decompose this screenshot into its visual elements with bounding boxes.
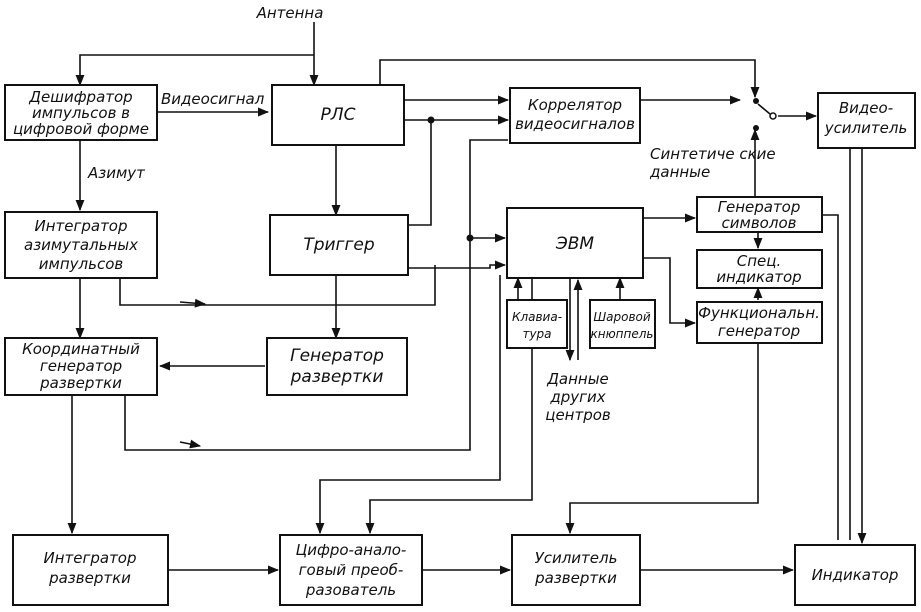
azimuth-integrator-line-3: импульсов — [39, 255, 124, 273]
decoder-line-1: Дешифратор — [28, 88, 132, 106]
computer-to-dac-line-2 — [365, 275, 533, 535]
junction-dot — [427, 116, 435, 124]
coordinate-gen-line-2: генератор — [40, 357, 122, 375]
symbol-to-indicator-line — [822, 214, 839, 540]
keyboard-line-2: тура — [522, 327, 551, 341]
azimuth-label: Азимут — [87, 164, 146, 182]
block-rls: РЛС — [271, 84, 405, 146]
correlator-down-line — [469, 139, 508, 238]
azimuth-integrator-line-1: Интегратор — [34, 217, 127, 235]
synthetic-data-line-2: данные — [649, 163, 710, 181]
sweep-amplifier-line-2: развертки — [534, 569, 617, 587]
sweep-generator-line-1: Генератор — [290, 346, 384, 366]
function-generator-line-2: генератор — [718, 322, 800, 340]
block-function-generator: Функциональн. генератор — [696, 301, 823, 344]
switch-contact-top — [753, 98, 759, 104]
trackball-line-1: Шаровой — [593, 310, 651, 324]
video-signal-label: Видеосигнал — [161, 90, 265, 108]
dac-line-3: разователь — [305, 581, 396, 599]
correlator-line-2: видеосигналов — [515, 115, 635, 133]
other-centers-line-1: Данные — [546, 370, 609, 388]
block-decoder: Дешифратор импульсов в цифровой форме — [4, 84, 158, 141]
video-amp-line-1: Видео- — [839, 99, 893, 117]
block-special-indicator: Спец. индикатор — [696, 249, 823, 289]
keyboard-line-1: Клавиа- — [512, 310, 562, 324]
azimuth-integrator-line-2: азимутальных — [24, 236, 138, 254]
sweep-amplifier-line-1: Усилитель — [535, 549, 618, 567]
coordinate-gen-line-1: Координатный — [22, 340, 140, 358]
antenna-to-decoder-line — [75, 54, 314, 87]
indicator-label: Индикатор — [812, 566, 899, 584]
computer-to-function-gen-line — [643, 257, 697, 328]
rls-to-switch-line — [379, 59, 760, 99]
block-sweep-generator: Генератор развертки — [266, 337, 408, 396]
trigger-label: Триггер — [303, 235, 375, 255]
coordinate-gen-line-3: развертки — [39, 374, 122, 392]
rls-label: РЛС — [321, 105, 356, 125]
block-symbol-generator: Генератор символов — [696, 196, 823, 233]
decoder-line-3: цифровой форме — [13, 120, 149, 138]
block-dac: Цифро-анало- говый преоб- разователь — [279, 534, 423, 606]
special-indicator-line-2: индикатор — [716, 268, 801, 286]
integrator-arrow — [179, 298, 207, 308]
decoder-line-2: импульсов в — [32, 104, 130, 122]
block-video-amplifier: Видео- усилитель — [817, 92, 916, 149]
symbol-generator-line-1: Генератор — [718, 198, 801, 216]
other-centers-line-3: центров — [545, 406, 611, 424]
trackball-line-2: кнюппель — [590, 327, 653, 341]
correlator-line-1: Коррелятор — [528, 96, 622, 114]
trigger-feedback-line — [408, 120, 432, 226]
block-sweep-integrator: Интегратор развертки — [12, 534, 169, 606]
switch-contact-bottom — [753, 125, 759, 131]
function-gen-to-sweep-amp-line — [565, 343, 759, 535]
symbol-generator-line-2: символов — [722, 214, 797, 232]
other-centers-line-2: других — [549, 388, 605, 406]
block-trigger: Триггер — [269, 214, 409, 276]
dac-line-2: говый преоб- — [299, 561, 404, 579]
connections — [67, 22, 867, 575]
dac-line-1: Цифро-анало- — [296, 541, 407, 559]
sweep-integrator-line-1: Интегратор — [43, 549, 136, 567]
synthetic-data-line-1: Синтетиче ские — [650, 145, 776, 163]
block-coordinate-sweep-generator: Координатный генератор развертки — [4, 337, 158, 396]
trigger-to-computer-line — [408, 260, 507, 270]
long-loop-line — [124, 238, 471, 451]
block-correlator: Коррелятор видеосигналов — [509, 87, 641, 144]
block-keyboard: Клавиа- тура — [506, 299, 568, 349]
block-indicator: Индикатор — [794, 544, 916, 606]
antenna-label: Антенна — [256, 4, 324, 22]
computer-to-dac-line — [315, 275, 501, 535]
loop-arrow — [179, 439, 202, 449]
sweep-generator-line-2: развертки — [290, 367, 384, 387]
special-indicator-line-1: Спец. — [737, 252, 782, 270]
video-amp-line-2-label: усилитель — [824, 119, 908, 137]
block-sweep-amplifier: Усилитель развертки — [511, 534, 641, 606]
block-trackball: Шаровой кнюппель — [589, 299, 656, 349]
switch-pivot — [769, 112, 777, 120]
block-computer: ЭВМ — [506, 207, 644, 279]
integrator-to-computer-line — [119, 265, 436, 306]
function-generator-line-1: Функциональн. — [698, 304, 820, 322]
computer-label: ЭВМ — [555, 234, 595, 254]
block-azimuth-integrator: Интегратор азимутальных импульсов — [4, 211, 158, 279]
switch-blade — [757, 103, 771, 115]
sweep-integrator-line-2: развертки — [48, 569, 131, 587]
